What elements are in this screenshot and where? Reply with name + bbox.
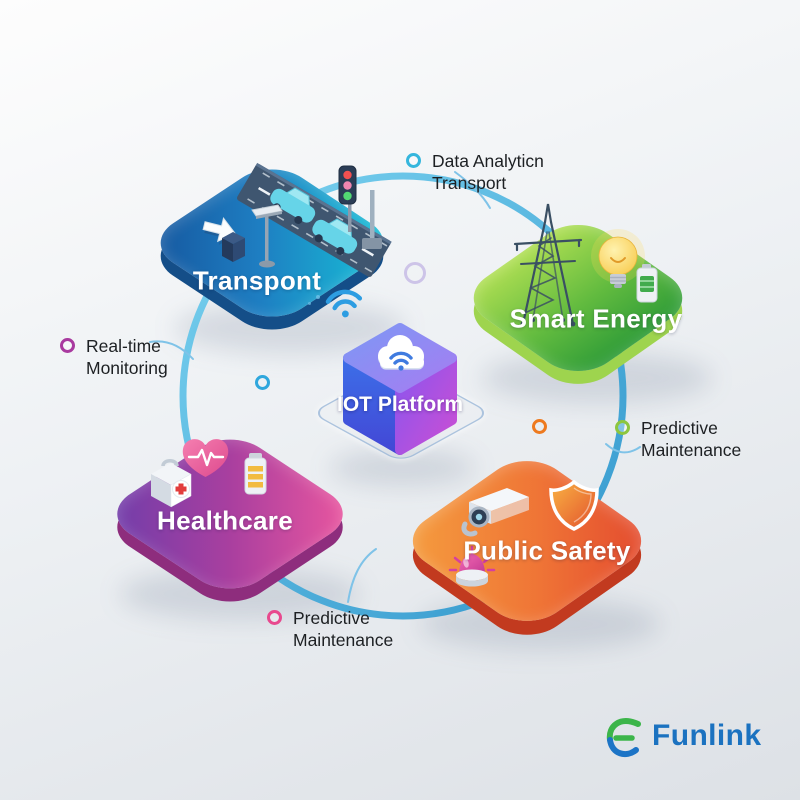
iot-platform-label: IOT Platform bbox=[336, 393, 464, 416]
funlink-logo-mark-icon bbox=[606, 718, 641, 758]
callout-top: Data Analyticn Transport bbox=[406, 150, 544, 194]
callout-right: Predictive Maintenance bbox=[615, 417, 741, 461]
funlink-logo: Funlink bbox=[600, 712, 761, 760]
callout-text: Predictive bbox=[641, 418, 718, 438]
callout-bullet bbox=[615, 420, 630, 435]
pill-canister-icon bbox=[244, 453, 267, 495]
wifi-icon bbox=[325, 289, 363, 318]
traffic-light-icon bbox=[338, 165, 382, 249]
funlink-logo-text: Funlink bbox=[652, 719, 762, 752]
callout-text: Predictive bbox=[293, 608, 370, 628]
callout-text: Monitoring bbox=[86, 358, 168, 378]
callout-bullet bbox=[406, 153, 421, 168]
siren-icon bbox=[448, 545, 496, 587]
lightbulb-icon bbox=[591, 229, 645, 288]
first-aid-kit-icon bbox=[151, 459, 192, 508]
deco-ring-faint-purple bbox=[404, 262, 426, 284]
callout-text: Transport bbox=[432, 173, 507, 193]
cube-shadow bbox=[330, 450, 475, 486]
callout-bullet bbox=[267, 610, 282, 625]
healthcare-tile-icons bbox=[151, 439, 267, 508]
sign-post-icon bbox=[222, 204, 283, 268]
transport-tile-label: Transpont bbox=[192, 265, 322, 296]
wifi-dot-small bbox=[316, 295, 320, 299]
public-safety-tile-icons bbox=[448, 479, 599, 587]
cctv-camera-icon bbox=[461, 488, 529, 537]
callout-bottom: Predictive Maintenance bbox=[267, 607, 393, 651]
callout-text: Real-time bbox=[86, 336, 161, 356]
transport-tile-icons bbox=[202, 162, 392, 277]
callout-text: Maintenance bbox=[641, 440, 742, 460]
public-safety-tile-label: Public Safety bbox=[463, 535, 631, 566]
deco-ring-orange bbox=[532, 419, 547, 434]
cloud-wifi-icon bbox=[378, 335, 424, 371]
deco-ring-cyan bbox=[255, 375, 270, 390]
callout-text: Data Analyticn bbox=[432, 151, 544, 171]
smart-energy-tile-icons bbox=[513, 203, 658, 327]
road-cars-icon bbox=[237, 162, 392, 277]
wifi-dot-small bbox=[308, 302, 311, 305]
callout-left: Real-time Monitoring bbox=[60, 335, 168, 379]
callout-text: Maintenance bbox=[293, 630, 394, 650]
battery-icon bbox=[636, 264, 658, 303]
callout-bullet bbox=[60, 338, 75, 353]
smart-energy-tile-label: Smart Energy bbox=[509, 303, 683, 334]
shield-icon bbox=[549, 479, 599, 531]
transmission-tower-icon bbox=[513, 203, 583, 327]
heart-ecg-icon bbox=[182, 439, 229, 477]
healthcare-tile-label: Healthcare bbox=[157, 505, 293, 536]
